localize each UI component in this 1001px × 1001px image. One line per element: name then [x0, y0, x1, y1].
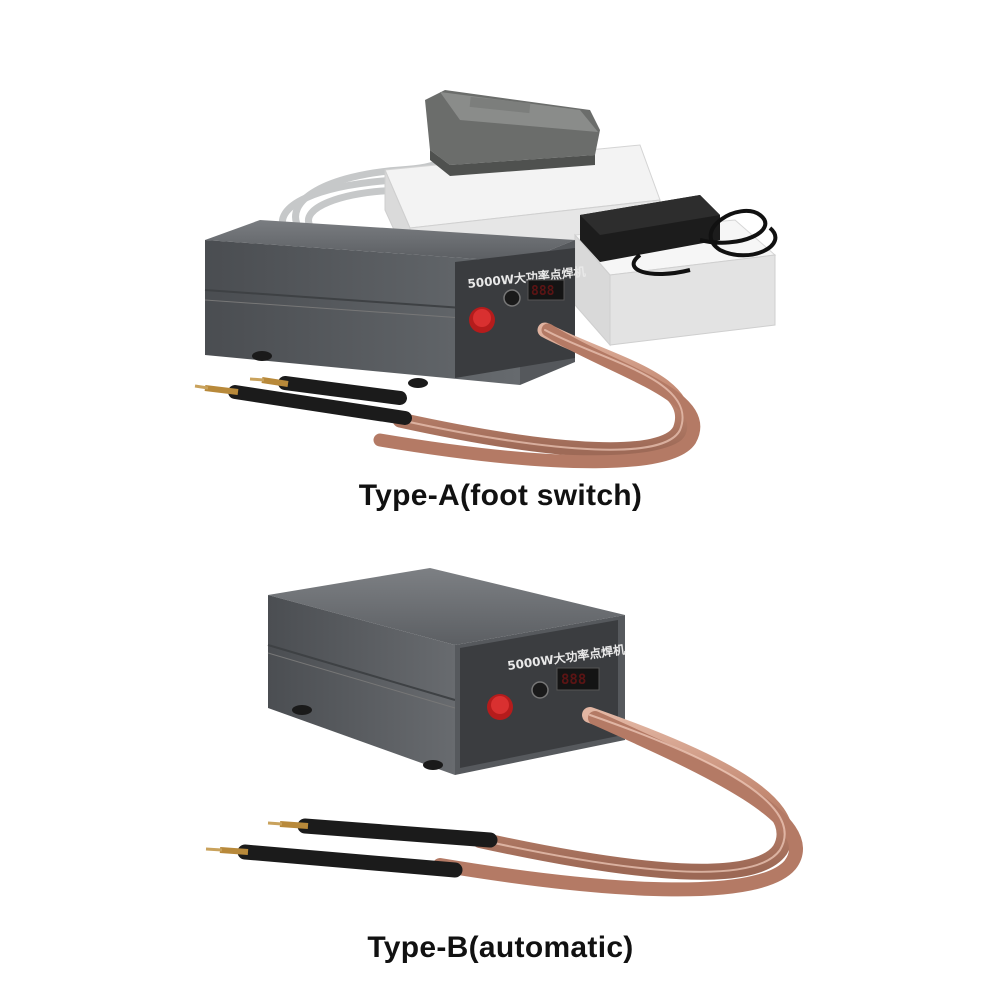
- welding-pen-2: [249, 376, 407, 405]
- trigger-button: [503, 289, 521, 307]
- led-display: 888: [527, 279, 565, 301]
- led-display: 888: [556, 667, 600, 691]
- copper-cables: [433, 707, 803, 897]
- trigger-button: [531, 681, 549, 699]
- power-knob: [469, 307, 495, 333]
- product-b-caption: Type-B(automatic): [367, 931, 634, 964]
- display-digits: 888: [531, 284, 555, 299]
- product-a-caption: Type-A(foot switch): [358, 479, 643, 512]
- welding-pen-1: [267, 818, 498, 848]
- welding-pen-2: [205, 844, 463, 878]
- foot-pedal: [425, 90, 600, 176]
- product-b-photo: 5000W大功率点焊机 888: [205, 568, 803, 897]
- copper-cables: [373, 322, 701, 469]
- power-adapter: [580, 195, 778, 277]
- product-a-panel: 5000W大功率点焊机 888: [194, 90, 778, 512]
- display-digits: 888: [561, 672, 586, 688]
- product-a-photo: 5000W大功率点焊机 888: [194, 90, 778, 469]
- power-knob: [487, 694, 513, 720]
- welding-pen-1: [194, 384, 412, 425]
- welder-housing: [204, 220, 575, 388]
- product-b-panel: 5000W大功率点焊机 888 Type-B(a: [0, 540, 1001, 1001]
